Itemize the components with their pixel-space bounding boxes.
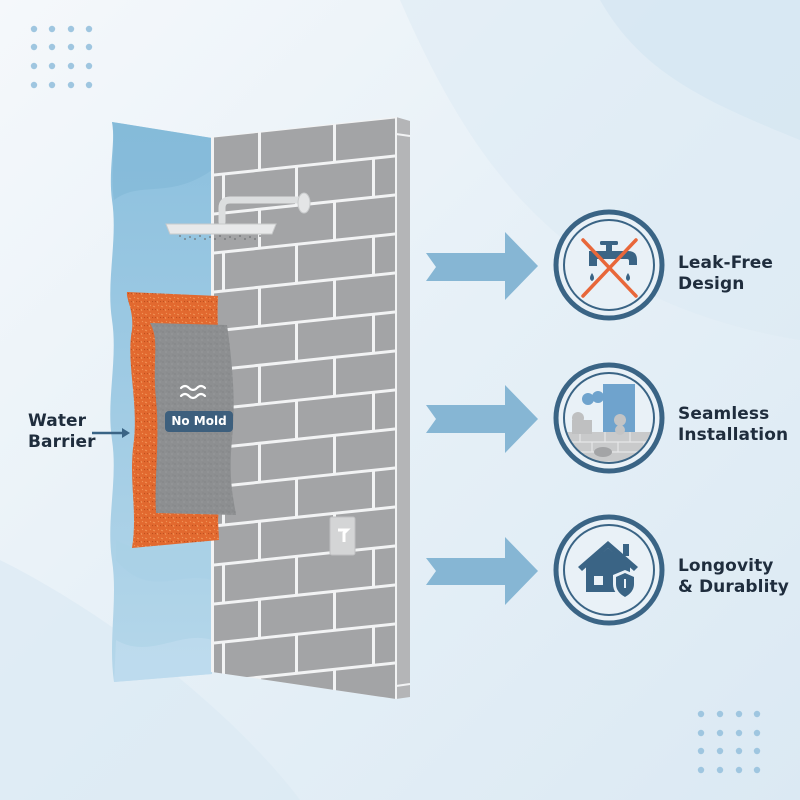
arrow-right-icon: [92, 428, 130, 438]
puzzle-pieces-icon: [553, 362, 665, 474]
background-swoosh-mid: [400, 0, 800, 340]
feature-3-line2: & Durablity: [678, 577, 789, 597]
feature-seamless-installation: Seamless Installation: [678, 404, 788, 446]
feature-longevity-durability: Longovity & Durablity: [678, 556, 789, 598]
shower-valve-icon: [329, 516, 356, 556]
background-swoosh-bottom: [0, 560, 300, 800]
water-barrier-label-line1: Water: [28, 411, 87, 431]
feature-2-line2: Installation: [678, 425, 789, 445]
water-waves-icon: [179, 384, 207, 400]
arrow-1-icon: [426, 232, 538, 300]
feature-3-line1: Longovity: [678, 556, 774, 576]
dot-grid-bottom-right: [697, 710, 761, 774]
wall-side-face: [396, 117, 410, 699]
feature-2-line1: Seamless: [678, 404, 770, 424]
water-barrier-label: Water Barrier: [28, 411, 96, 453]
feature-1-line1: Leak-Free: [678, 253, 774, 273]
tile-wall: [211, 117, 411, 699]
feature-1-line2: Design: [678, 274, 745, 294]
feature-leak-free: Leak-Free Design: [678, 253, 773, 295]
shower-head-icon: [165, 192, 311, 240]
no-leaking-faucet-icon: [553, 209, 665, 321]
no-mold-badge: No Mold: [165, 411, 233, 432]
arrow-2-icon: [426, 385, 538, 453]
dot-grid-top-left: [30, 25, 93, 89]
water-barrier-label-line2: Barrier: [28, 432, 96, 452]
arrow-3-icon: [426, 537, 538, 605]
house-shield-icon: [553, 514, 665, 626]
